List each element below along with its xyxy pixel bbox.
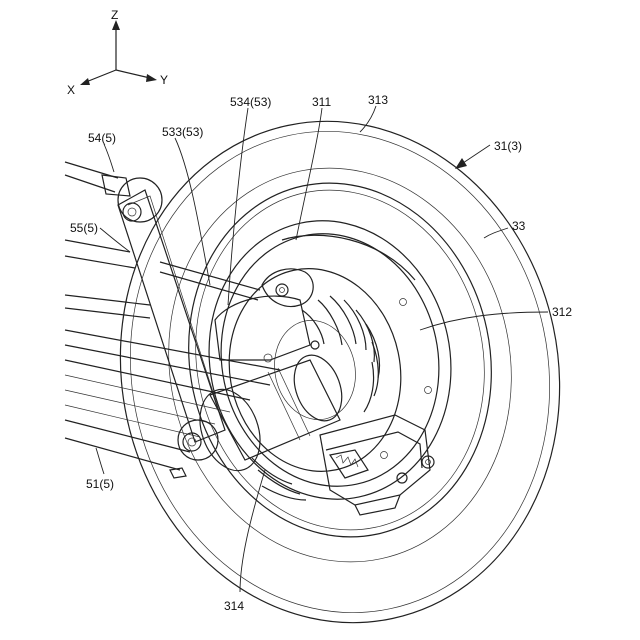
disc-slot [318,300,342,345]
label-534: 534(53) [230,95,271,109]
z-axis-label: Z [111,8,118,22]
y-axis-label: Y [160,73,168,87]
swing-arm-lower-edge [65,420,190,452]
swing-arm-hatch-line [65,375,230,412]
leader-533 [175,138,210,285]
reference-labels: 54(5) 533(53) 534(53) 311 313 31(3) 33 5… [70,93,572,613]
axis-triad: Z Y X [67,8,168,97]
caliper-body [320,415,430,505]
x-axis-line [86,70,116,82]
label-311: 311 [312,95,331,109]
rod-54-bottom [65,175,115,192]
label-54: 54(5) [88,131,116,145]
caliper-edge [326,432,422,468]
brake-disc [211,253,420,500]
bracket-hole [264,354,272,362]
upper-pivot-nut [123,203,141,221]
rod-end-bolt [276,284,288,296]
housing-shade-line [268,372,300,440]
label-51: 51(5) [86,477,114,491]
hub-top-rim-shade [282,235,415,280]
tire-outer-inner-edge [86,92,594,640]
arrow-31-head [455,158,467,169]
leader-312 [420,312,548,330]
caliper-bracket [355,495,400,515]
swing-arm-top-edge [65,330,280,370]
y-axis-line [116,70,150,78]
upper-pivot-center [128,208,136,216]
lower-pivot-outer [178,420,218,460]
linkage-bracket [160,262,319,362]
leader-lines [96,106,548,592]
rod-55-bottom [65,256,135,268]
x-axis-arrow [80,78,90,85]
label-533: 533(53) [162,125,203,139]
upper-rods [65,162,150,318]
caliper-piston-window [330,450,368,478]
disc-slot [302,310,324,344]
leader-313 [360,106,376,132]
arm-strip-bottom [65,308,150,318]
label-312: 312 [552,305,572,319]
caliper-bolt-1-center [426,460,431,465]
swing-arm-hatch-line [65,390,215,424]
leader-51 [96,448,104,474]
link-bar-inner-line [128,196,222,420]
leader-311 [296,108,322,240]
tire [74,80,605,640]
caliper-bolt-2 [397,473,407,483]
rod-end-bolt-center [280,288,285,293]
brake-caliper [320,415,434,515]
disc-slots [252,296,380,500]
disc-slot [344,300,366,350]
tire-outer-edge [74,80,605,640]
label-33: 33 [512,219,526,233]
rod-55-top [65,240,130,252]
lower-pivot-nut [183,433,201,451]
swing-arm-bottom-edge [65,438,180,470]
hub-bolt-2 [425,387,432,394]
disc-slot [364,362,374,412]
y-axis-arrow [146,74,157,82]
swing-arm-top-inner [65,345,270,385]
leader-33 [484,228,508,238]
disc-slot [356,310,374,362]
label-313: 313 [368,93,388,107]
hub-bolt-1 [400,299,407,306]
rod-54-nut [102,175,130,196]
leader-55 [100,228,130,252]
bracket-pin [311,341,319,349]
label-31: 31(3) [494,139,522,153]
caliper-pad-hatch [336,455,358,467]
housing-inner-cap [286,349,351,428]
x-axis-label: X [67,83,75,97]
hub-bolt-3 [381,452,388,459]
leader-54 [104,144,114,172]
label-55: 55(5) [70,221,98,235]
label-314: 314 [224,599,244,613]
